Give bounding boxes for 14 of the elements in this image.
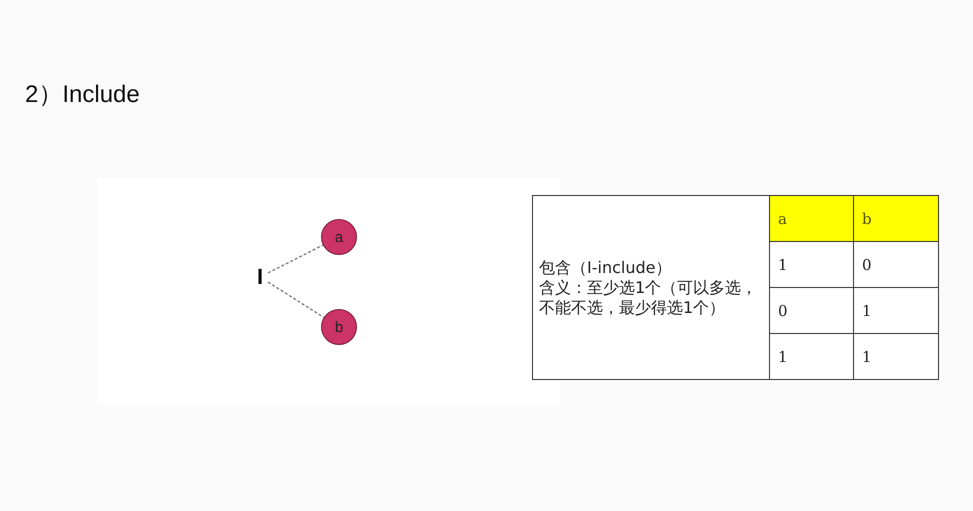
- title: 2）Include: [25, 80, 140, 110]
- table-cell: 0: [854, 242, 938, 288]
- connector-line: [268, 244, 324, 274]
- header-cell: b: [854, 196, 938, 242]
- description-text: 包含（I-include）: [539, 258, 672, 278]
- connector-line: [268, 282, 324, 318]
- table-cell: 1: [770, 242, 854, 288]
- table-cell: 0: [770, 288, 854, 334]
- table-cell: 1: [854, 334, 938, 380]
- table-cell: 1: [854, 288, 938, 334]
- description-text: 含义：至少选1个（可以多选，不能不选，最少得选1个）: [539, 278, 758, 318]
- header-cell: a: [770, 196, 854, 242]
- node-label: I: [252, 263, 268, 291]
- table-cell: 1: [770, 334, 854, 380]
